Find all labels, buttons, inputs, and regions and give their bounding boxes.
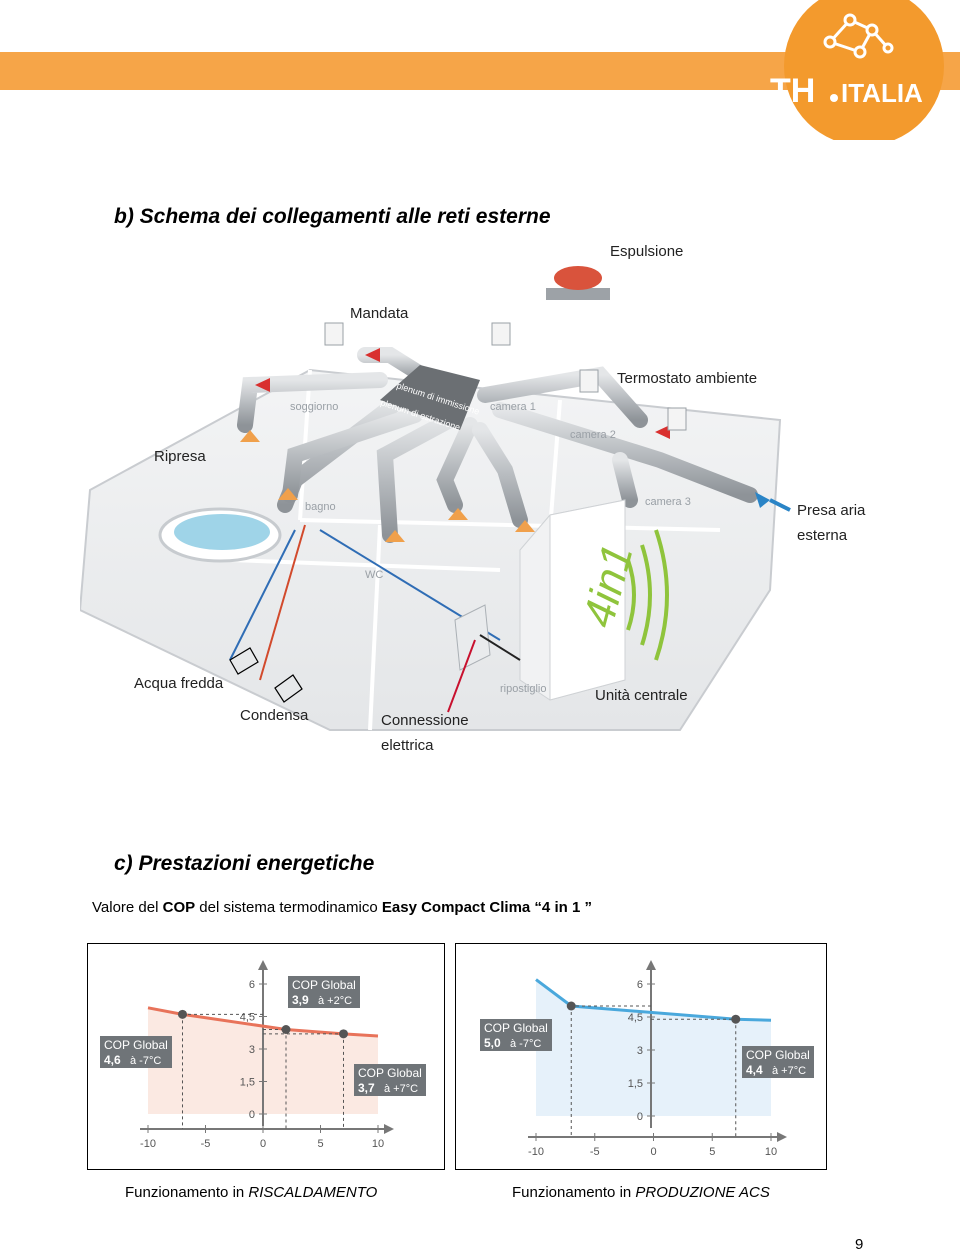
caption-italic: PRODUZIONE ACS: [635, 1184, 770, 1201]
x-tick-label: 10: [765, 1146, 777, 1158]
y-tick-label: 1,5: [628, 1078, 643, 1090]
cop-callout-condition: à +2°C: [318, 995, 352, 1007]
ath-italia-logo: ATH ITALIA: [748, 0, 960, 146]
label-ripresa: Ripresa: [154, 448, 206, 465]
subtitle-product: Easy Compact Clima “4 in 1 ”: [381, 899, 592, 916]
x-tick-label: -5: [590, 1146, 600, 1158]
y-tick-label: 3: [637, 1045, 643, 1057]
cop-callout-value: 3,7: [358, 1081, 375, 1095]
espulsione-cap-icon: [554, 266, 602, 290]
y-tick-label: 6: [249, 979, 255, 991]
x-tick-label: 0: [260, 1138, 266, 1150]
subtitle-cop: COP: [162, 899, 196, 916]
cop-callout-condition: à -7°C: [130, 1055, 161, 1067]
data-point: [339, 1029, 348, 1039]
x-tick-label: -10: [528, 1146, 544, 1158]
room-wc: WC: [365, 569, 383, 581]
label-presa-aria-2: esterna: [797, 527, 848, 544]
x-tick-label: 5: [709, 1146, 715, 1158]
caption-plain: Funzionamento in: [125, 1184, 249, 1201]
caption-heating: Funzionamento in RISCALDAMENTO: [125, 1184, 377, 1201]
label-condensa: Condensa: [240, 707, 309, 724]
data-point: [566, 1001, 576, 1011]
cop-callout-condition: à -7°C: [510, 1038, 541, 1050]
x-tick-label: -10: [140, 1138, 156, 1150]
room-bagno: bagno: [305, 501, 336, 513]
data-point: [281, 1025, 291, 1034]
cop-callout-condition: à +7°C: [384, 1083, 418, 1095]
x-axis-arrow: [384, 1124, 394, 1134]
section-b-title: b) Schema dei collegamenti alle reti est…: [114, 205, 551, 228]
x-tick-label: -5: [201, 1138, 211, 1150]
label-termostato: Termostato ambiente: [617, 370, 758, 387]
cop-callout-box: [354, 1064, 426, 1096]
cop-callout-title: COP Global: [746, 1048, 810, 1062]
section-c-title: c) Prestazioni energetiche: [114, 852, 375, 875]
cop-callout-title: COP Global: [104, 1038, 168, 1052]
x-tick-label: 0: [650, 1146, 656, 1158]
y-axis-arrow: [646, 960, 656, 970]
y-tick-label: 3: [249, 1044, 255, 1056]
cop-callout-title: COP Global: [292, 978, 356, 992]
cop-callout-title: COP Global: [358, 1066, 422, 1080]
cop-callout-box: [480, 1019, 552, 1051]
caption-acs: Funzionamento in PRODUZIONE ACS: [512, 1184, 770, 1201]
label-acqua-fredda: Acqua fredda: [134, 675, 224, 692]
logo-text-italia: ITALIA: [841, 78, 923, 108]
thermostat-icon: [491, 322, 511, 346]
room-camera2: camera 2: [570, 429, 616, 441]
series-line: [535, 978, 772, 1022]
label-presa-aria-1: Presa aria: [797, 502, 866, 519]
cop-callout-box: [742, 1046, 814, 1078]
cop-callout-box: [288, 976, 360, 1008]
room-soggiorno: soggiorno: [290, 401, 338, 413]
page-number: 9: [855, 1236, 864, 1253]
room-camera1: camera 1: [490, 401, 536, 413]
data-point: [178, 1009, 187, 1019]
label-connessione-2: elettrica: [381, 737, 434, 754]
room-camera3: camera 3: [645, 496, 691, 508]
logo-text-ath: ATH: [768, 72, 815, 110]
x-axis-arrow: [777, 1132, 787, 1142]
cop-callout-value: 5,0: [484, 1036, 501, 1050]
caption-italic: RISCALDAMENTO: [248, 1184, 378, 1201]
y-tick-label: 0: [637, 1111, 643, 1123]
cop-callout-box: [100, 1036, 172, 1068]
cop-callout-value: 3,9: [292, 993, 309, 1007]
cop-callout-value: 4,6: [104, 1053, 121, 1067]
y-tick-label: 4,5: [628, 1012, 643, 1024]
y-axis-arrow: [258, 960, 268, 970]
y-tick-label: 6: [637, 979, 643, 991]
thermostat-icon: [324, 322, 344, 346]
cop-callout-condition: à +7°C: [772, 1065, 806, 1077]
thermostat-icon: [667, 407, 687, 431]
label-mandata: Mandata: [350, 305, 409, 322]
cop-callout-title: COP Global: [484, 1021, 548, 1035]
cop-callout-value: 4,4: [746, 1063, 763, 1077]
x-tick-label: 5: [317, 1138, 323, 1150]
y-tick-label: 1,5: [240, 1077, 255, 1089]
section-c-subtitle: Valore del COP del sistema termodinamico…: [92, 899, 592, 916]
label-connessione-1: Connessione: [381, 712, 469, 729]
caption-plain: Funzionamento in: [512, 1184, 636, 1201]
thermostat-icon: [579, 369, 599, 393]
room-ripostiglio: ripostiglio: [500, 683, 546, 695]
y-tick-label: 0: [249, 1109, 255, 1121]
subtitle-part: del sistema termodinamico: [195, 899, 382, 916]
ventilation-diagram: plenum di immissione plenum di estrazion…: [78, 246, 880, 780]
label-espulsione: Espulsione: [610, 243, 684, 260]
subtitle-part: Valore del: [92, 899, 163, 916]
x-tick-label: 10: [372, 1138, 384, 1150]
label-unita-centrale: Unità centrale: [595, 687, 688, 704]
chart-area: [536, 979, 771, 1116]
data-point: [731, 1014, 741, 1024]
